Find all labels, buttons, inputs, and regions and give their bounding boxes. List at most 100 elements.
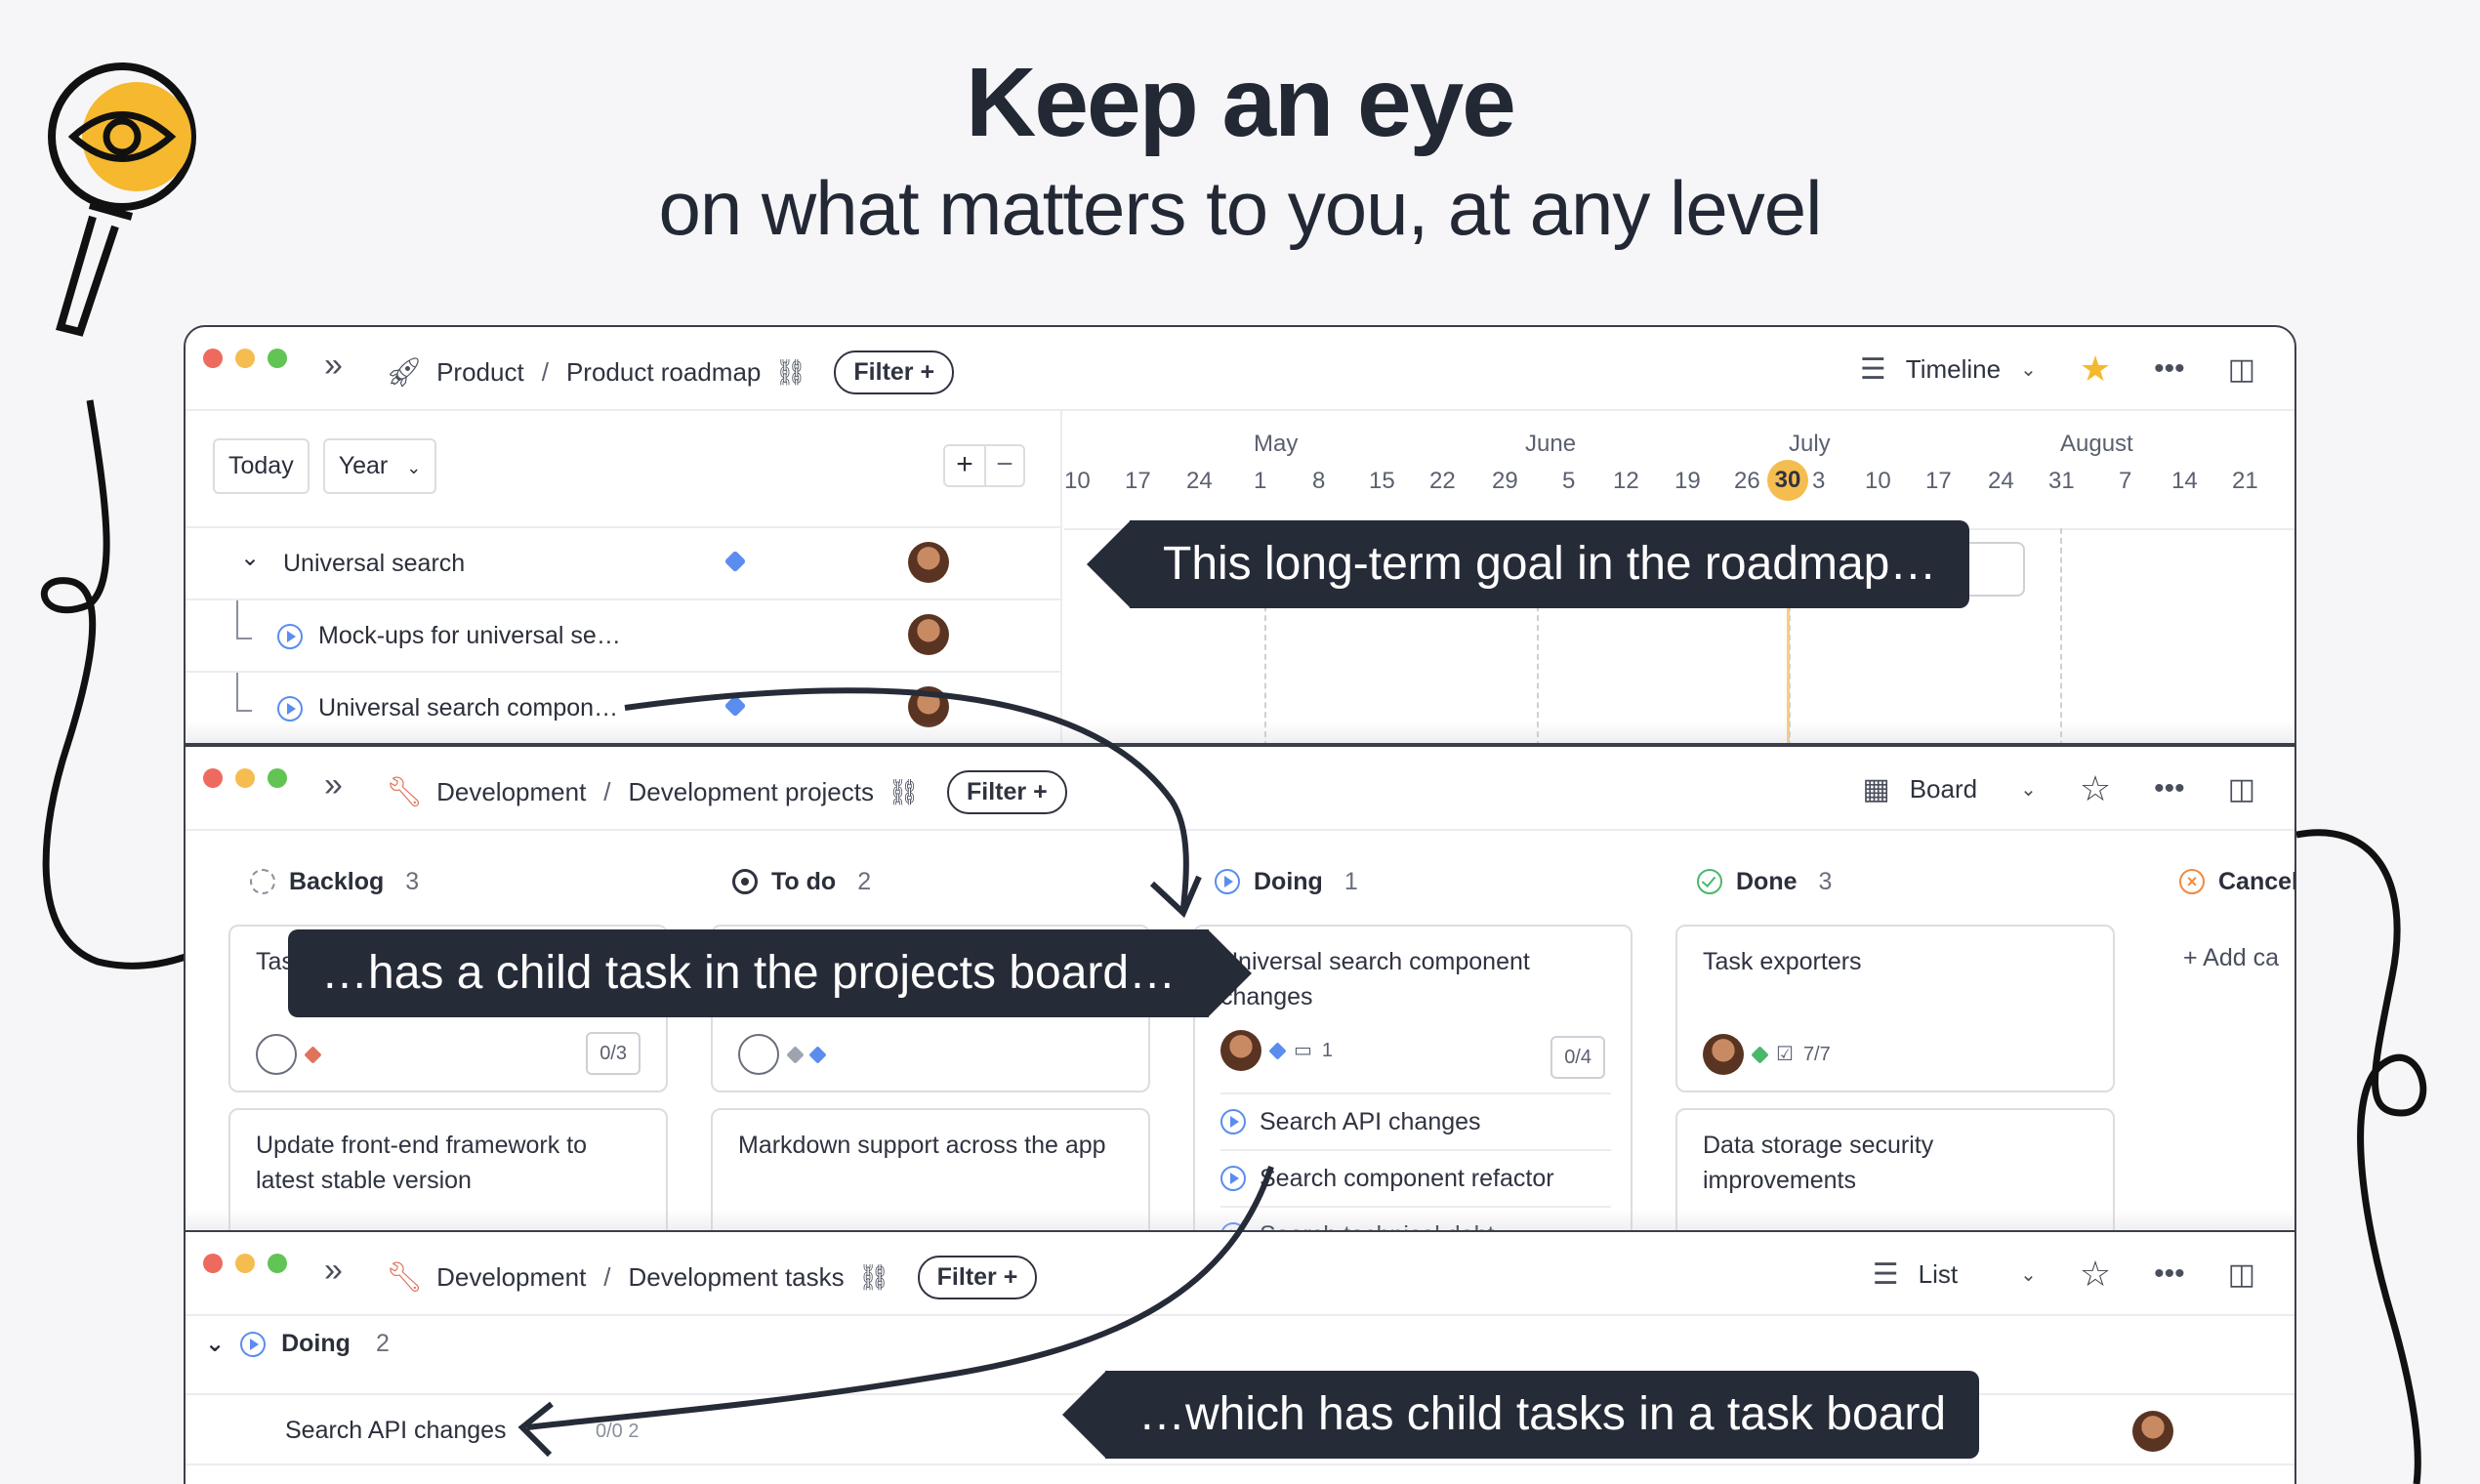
subtask-progress[interactable]: 0/3 <box>586 1032 641 1075</box>
today-button[interactable]: Today <box>213 438 310 494</box>
day-label: 29 <box>1492 468 1518 494</box>
timeline-row[interactable]: Universal search compon… <box>186 671 1060 743</box>
backlog-status-icon <box>250 869 275 894</box>
today-marker: 30 <box>1767 460 1808 501</box>
zoom-controls: + − <box>943 444 1025 487</box>
breadcrumb-project[interactable]: Product <box>436 357 524 387</box>
avatar <box>908 542 949 583</box>
row-name: Mock-ups for universal se… <box>318 622 621 649</box>
subtask-item[interactable]: Search API changes <box>1220 1092 1611 1149</box>
link-icon[interactable]: ⛓︎ <box>888 777 921 806</box>
subtask-item[interactable]: Search technical debt <box>1220 1206 1611 1231</box>
filter-button[interactable]: Filter + <box>917 1256 1038 1299</box>
board-card[interactable]: Data storage security improvements <box>1675 1108 2115 1231</box>
subtask-progress[interactable]: 0/4 <box>1550 1036 1605 1079</box>
breadcrumb: 🚀︎ Product / Product roadmap ⛓︎ Filter + <box>386 350 955 394</box>
day-label: 21 <box>2232 468 2258 494</box>
done-status-icon <box>1697 869 1722 894</box>
breadcrumb-page[interactable]: Product roadmap <box>565 357 762 387</box>
board-card[interactable]: Update front-end framework to latest sta… <box>228 1108 668 1231</box>
board-card-doing[interactable]: Universal search component changes ▭ 1 0… <box>1193 925 1633 1231</box>
row-name: Universal search compon… <box>318 694 619 721</box>
add-assignee-icon[interactable] <box>738 1034 779 1075</box>
favorite-star-icon[interactable]: ☆ <box>2079 768 2112 808</box>
chevron-down-icon: ⌄ <box>2020 778 2037 801</box>
column-title: Done <box>1736 867 1798 895</box>
day-label: 3 <box>1812 468 1826 494</box>
subtask-title: Search component refactor <box>1260 1165 1554 1192</box>
add-assignee-icon[interactable] <box>256 1034 297 1075</box>
board-toolbar: » 🔧︎ Development / Development projects … <box>186 747 2294 831</box>
breadcrumb-project[interactable]: Development <box>436 1262 587 1292</box>
minimize-window-button[interactable] <box>235 349 255 368</box>
month-divider <box>2060 528 2062 743</box>
zoom-in-button[interactable]: + <box>956 448 973 480</box>
breadcrumb-page[interactable]: Development tasks <box>628 1262 845 1292</box>
more-options-icon[interactable]: ••• <box>2154 1257 2185 1290</box>
collapse-chevron-icon[interactable]: ⌄ <box>205 1331 226 1357</box>
toolbar-right: ☰ Timeline ⌄ ★ ••• ◫ <box>1860 349 2255 390</box>
month-label: August <box>2060 431 2133 457</box>
subtask-list: Search API changes Search component refa… <box>1220 1092 1611 1231</box>
timeline-row[interactable]: Mock-ups for universal se… <box>186 598 1060 671</box>
minimize-window-button[interactable] <box>235 1254 255 1273</box>
link-icon[interactable]: ⛓︎ <box>857 1262 890 1292</box>
favorite-star-icon[interactable]: ☆ <box>2079 1254 2112 1294</box>
task-name: Search API changes <box>285 1417 507 1444</box>
collapse-chevron-icon[interactable]: ⌄ <box>240 545 261 571</box>
toggle-panel-icon[interactable]: ◫ <box>2227 352 2255 386</box>
card-title: Markdown support across the app <box>738 1132 1106 1159</box>
maximize-window-button[interactable] <box>268 768 287 788</box>
range-select[interactable]: Year ⌄ <box>322 438 437 494</box>
column-header[interactable]: To do 2 <box>732 862 1172 901</box>
filter-button[interactable]: Filter + <box>947 770 1067 814</box>
breadcrumb-page[interactable]: Development projects <box>628 777 874 806</box>
subtask-title: Search API changes <box>1260 1108 1481 1135</box>
doing-status-icon <box>277 696 303 721</box>
column-header[interactable]: × Cancel <box>2179 862 2294 901</box>
column-header[interactable]: Done 3 <box>1697 862 2136 901</box>
add-card-button[interactable]: + Add ca <box>2183 944 2279 971</box>
timeline-row[interactable]: ⌄ Universal search <box>186 526 1060 598</box>
timeline-view-icon: ☰ <box>1859 352 1886 386</box>
zoom-out-button[interactable]: − <box>984 446 1023 485</box>
board-card[interactable]: Task exporters ☑ 7/7 <box>1675 925 2115 1092</box>
rocket-icon: 🚀︎ <box>386 356 424 389</box>
expand-sidebar-icon[interactable]: » <box>324 766 343 804</box>
maximize-window-button[interactable] <box>268 349 287 368</box>
more-options-icon[interactable]: ••• <box>2154 772 2185 804</box>
close-window-button[interactable] <box>203 768 223 788</box>
column-header[interactable]: Backlog 3 <box>250 862 689 901</box>
chevron-down-icon: ⌄ <box>2020 1263 2037 1286</box>
expand-sidebar-icon[interactable]: » <box>324 1252 343 1289</box>
list-group-header[interactable]: ⌄ Doing 2 <box>205 1330 390 1358</box>
favorite-star-icon[interactable]: ★ <box>2079 349 2112 389</box>
subtask-title: Search technical debt <box>1260 1217 1494 1231</box>
breadcrumb-project[interactable]: Development <box>436 777 587 806</box>
link-icon[interactable]: ⛓︎ <box>774 357 807 387</box>
view-selector[interactable]: ▦ Board ⌄ <box>1862 772 2037 806</box>
label-tag-icon <box>723 694 747 718</box>
day-label: 14 <box>2171 468 2198 494</box>
breadcrumb-separator: / <box>603 777 611 806</box>
filter-button[interactable]: Filter + <box>834 350 955 394</box>
minimize-window-button[interactable] <box>235 768 255 788</box>
more-options-icon[interactable]: ••• <box>2154 352 2185 385</box>
view-selector[interactable]: ☰ Timeline ⌄ <box>1860 352 2037 387</box>
subtask-item[interactable]: Search component refactor <box>1220 1149 1611 1206</box>
column-header[interactable]: Doing 1 <box>1215 862 1654 901</box>
breadcrumb: 🔧︎ Development / Development projects ⛓︎… <box>386 770 1067 814</box>
range-label: Year <box>338 452 389 479</box>
checklist-count: 7/7 <box>1802 1044 1831 1065</box>
board-card[interactable]: Markdown support across the app <box>711 1108 1150 1231</box>
card-meta: ☑ 7/7 <box>1703 1034 1831 1075</box>
breadcrumb-separator: / <box>603 1262 611 1292</box>
close-window-button[interactable] <box>203 349 223 368</box>
toggle-panel-icon[interactable]: ◫ <box>2227 1257 2255 1291</box>
close-window-button[interactable] <box>203 1254 223 1273</box>
maximize-window-button[interactable] <box>268 1254 287 1273</box>
toggle-panel-icon[interactable]: ◫ <box>2227 772 2255 805</box>
checklist-icon: ☑ <box>1776 1044 1794 1065</box>
expand-sidebar-icon[interactable]: » <box>324 347 343 384</box>
view-selector[interactable]: ☰ List ⌄ <box>1873 1257 2037 1292</box>
